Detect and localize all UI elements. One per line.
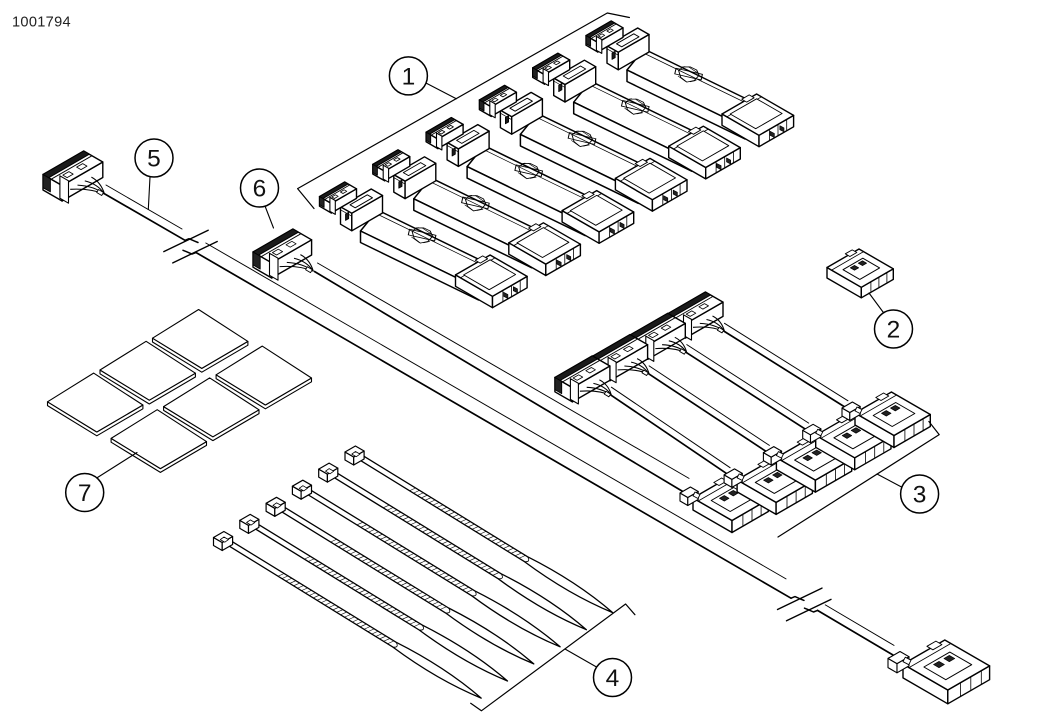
- svg-text:5: 5: [147, 146, 161, 173]
- svg-text:4: 4: [606, 665, 620, 692]
- svg-text:2: 2: [887, 317, 901, 344]
- svg-text:6: 6: [253, 176, 267, 203]
- svg-text:1: 1: [402, 63, 416, 90]
- svg-text:1001794: 1001794: [12, 15, 71, 31]
- svg-text:3: 3: [913, 482, 927, 509]
- svg-text:7: 7: [78, 480, 92, 507]
